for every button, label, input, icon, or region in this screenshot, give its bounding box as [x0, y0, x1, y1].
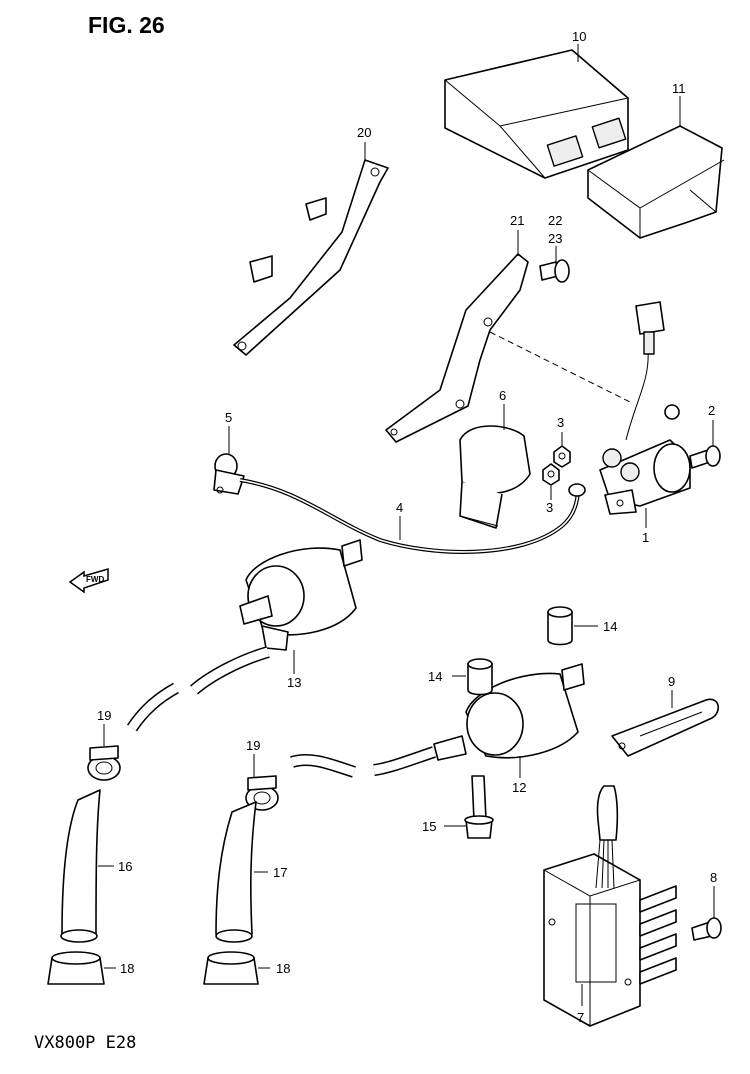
model-code: VX800P E28 [34, 1033, 136, 1053]
part-15-bolt [464, 775, 494, 839]
part-1-starter-relay [599, 301, 691, 515]
forward-direction-arrow: FWD [68, 568, 109, 594]
part-14-spacer-lower [467, 658, 493, 696]
part-17-plug-cap-right [215, 801, 257, 943]
callout-12: 12 [512, 780, 526, 795]
callout-22: 22 [548, 213, 562, 228]
callout-10: 10 [572, 29, 586, 44]
callout-19b: 19 [246, 738, 260, 753]
part-7-regulator-rectifier [543, 785, 677, 1027]
callout-14a: 14 [603, 619, 617, 634]
callout-13: 13 [287, 675, 301, 690]
callout-6: 6 [499, 388, 506, 403]
callout-17: 17 [273, 865, 287, 880]
callout-18b: 18 [276, 961, 290, 976]
part-8-bolt [691, 917, 722, 941]
callout-8: 8 [710, 870, 717, 885]
callout-15: 15 [422, 819, 436, 834]
part-9-strap [611, 698, 719, 757]
part-12-ignition-coil [290, 663, 585, 778]
callout-18a: 18 [120, 961, 134, 976]
callout-4: 4 [396, 500, 403, 515]
callout-19a: 19 [97, 708, 111, 723]
part-4-lead-wire [239, 478, 586, 554]
part-5-plug-cap [213, 453, 245, 495]
part-18-cap-left [47, 951, 105, 985]
callout-9: 9 [668, 674, 675, 689]
part-21-bracket [385, 253, 529, 443]
callout-23: 23 [548, 231, 562, 246]
callout-1: 1 [642, 530, 649, 545]
callout-3b: 3 [546, 500, 553, 515]
callout-5: 5 [225, 410, 232, 425]
part-10-control-unit [444, 49, 629, 179]
callout-3a: 3 [557, 415, 564, 430]
callout-2: 2 [708, 403, 715, 418]
part-3-nuts [542, 445, 571, 486]
part-22-23-screw [539, 259, 570, 283]
part-20-bracket [233, 159, 389, 356]
part-6-relay-cover [459, 425, 531, 529]
callout-11: 11 [672, 81, 686, 96]
part-19-boot-left [87, 745, 121, 781]
part-18-cap-right [203, 951, 259, 985]
part-11-relay-case [587, 125, 725, 239]
callout-16: 16 [118, 859, 132, 874]
part-14-spacer-upper [547, 606, 573, 646]
part-13-ignition-coil [127, 539, 363, 732]
callout-21: 21 [510, 213, 524, 228]
part-2-bolt [689, 445, 721, 469]
callout-20: 20 [357, 125, 371, 140]
callout-14b: 14 [428, 669, 442, 684]
fwd-label: FWD [86, 575, 104, 584]
part-19-boot-right [245, 775, 279, 811]
part-16-plug-cap-left [60, 789, 101, 943]
callout-7: 7 [577, 1010, 584, 1025]
figure-title: FIG. 26 [88, 12, 165, 38]
